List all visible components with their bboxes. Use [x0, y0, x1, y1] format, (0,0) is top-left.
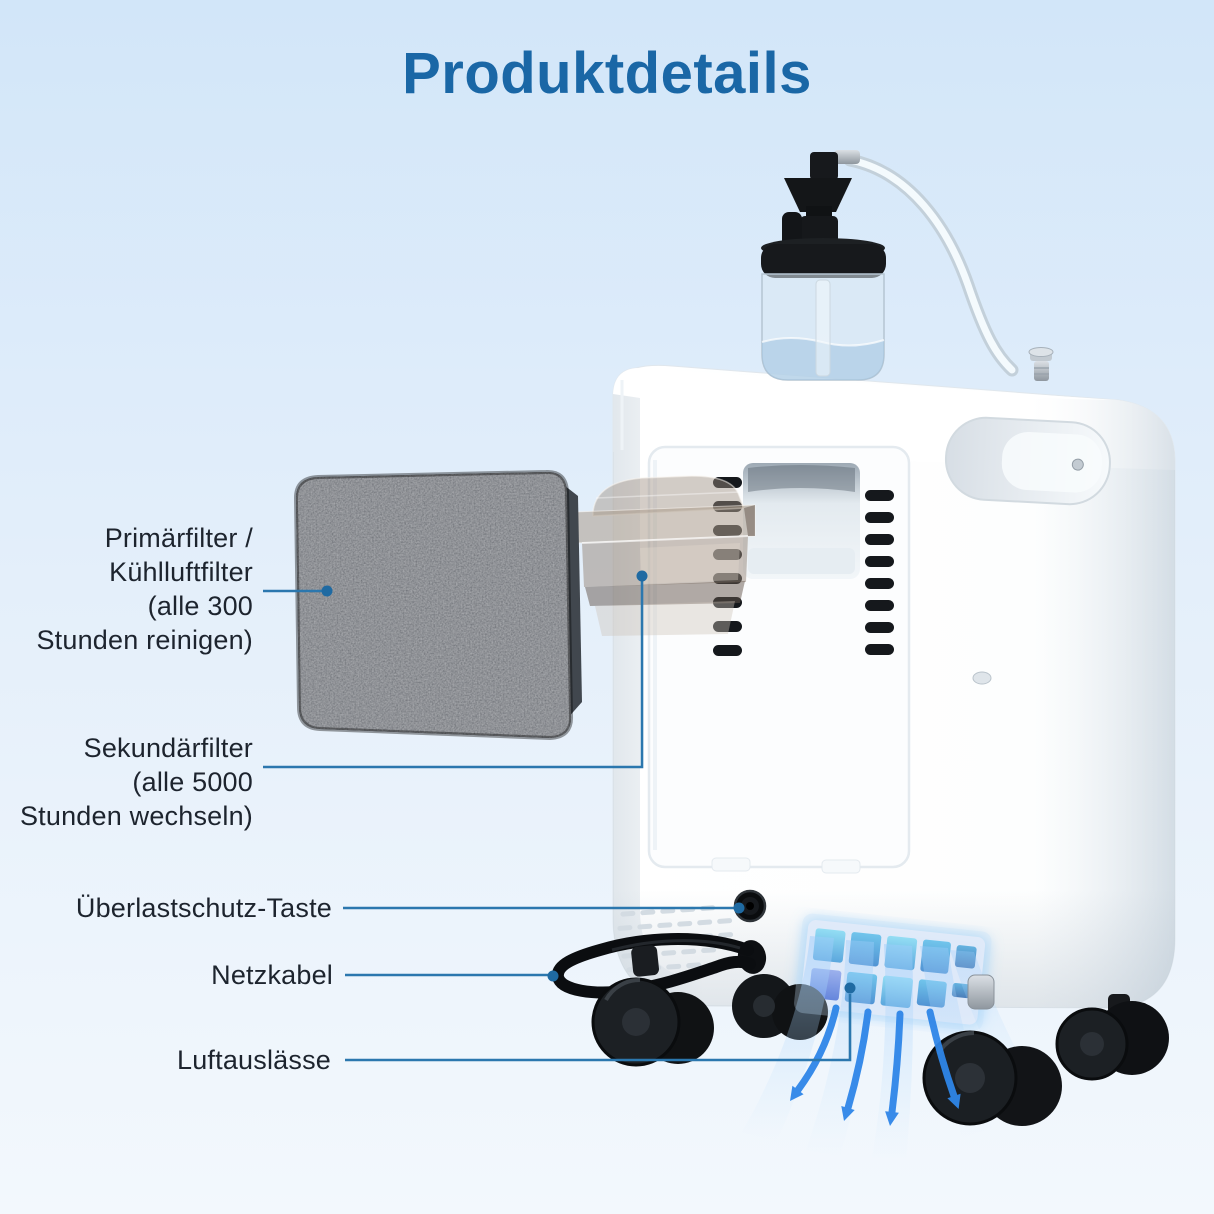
leader-overload-button: [343, 902, 745, 914]
vent-slots-right: [865, 490, 894, 655]
panel-tab: [821, 859, 861, 874]
panel-tab: [711, 857, 751, 872]
caster-back-right: [1055, 994, 1169, 1081]
body-right-shading: [1020, 398, 1175, 1008]
label-power-cable: Netzkabel: [211, 960, 333, 990]
tube-elbow: [834, 150, 860, 164]
filter-compartment-opening: [743, 463, 860, 579]
humidifier-bottle: [761, 150, 886, 381]
secondary-filter-housing: [574, 475, 756, 636]
cable-highlight: [611, 939, 741, 952]
leader-secondary-filter: [263, 570, 648, 769]
primary-filter-foam: [293, 469, 582, 741]
airflow-arrows: [790, 1004, 961, 1126]
leader-air-outlets: [345, 982, 856, 1062]
oxygen-tube: [843, 153, 1019, 377]
bottle-inner-tube: [815, 279, 831, 377]
body-port: [972, 671, 992, 685]
opening-ledge: [748, 548, 855, 574]
overload-protection-button: [733, 889, 767, 923]
leader-lines: [263, 570, 856, 1062]
label-overload-button: Überlastschutz-Taste: [75, 893, 332, 923]
handle-screw: [1071, 458, 1084, 471]
power-cable: [552, 933, 767, 999]
caster-front-left: [591, 945, 714, 1067]
leader-primary-filter: [263, 585, 333, 597]
leader-power-cable: [345, 970, 559, 982]
label-secondary-filter: Sekundärfilter (alle 5000 Stunden wechse…: [19, 733, 253, 831]
label-air-outlets: Luftauslässe: [177, 1045, 331, 1075]
outlet-valve: [1028, 347, 1054, 381]
foam-edge-shadow: [293, 469, 574, 741]
wheel-highlight: [604, 977, 641, 1002]
handle-recess: [944, 416, 1111, 506]
label-primary-filter: Primärfilter / Kühlluftfilter (alle 300 …: [36, 523, 253, 655]
page-title: Produktdetails: [402, 41, 812, 106]
opening-top-shadow: [748, 465, 855, 492]
caster-front-right: [922, 974, 1062, 1126]
housing-highlight: [640, 543, 740, 584]
